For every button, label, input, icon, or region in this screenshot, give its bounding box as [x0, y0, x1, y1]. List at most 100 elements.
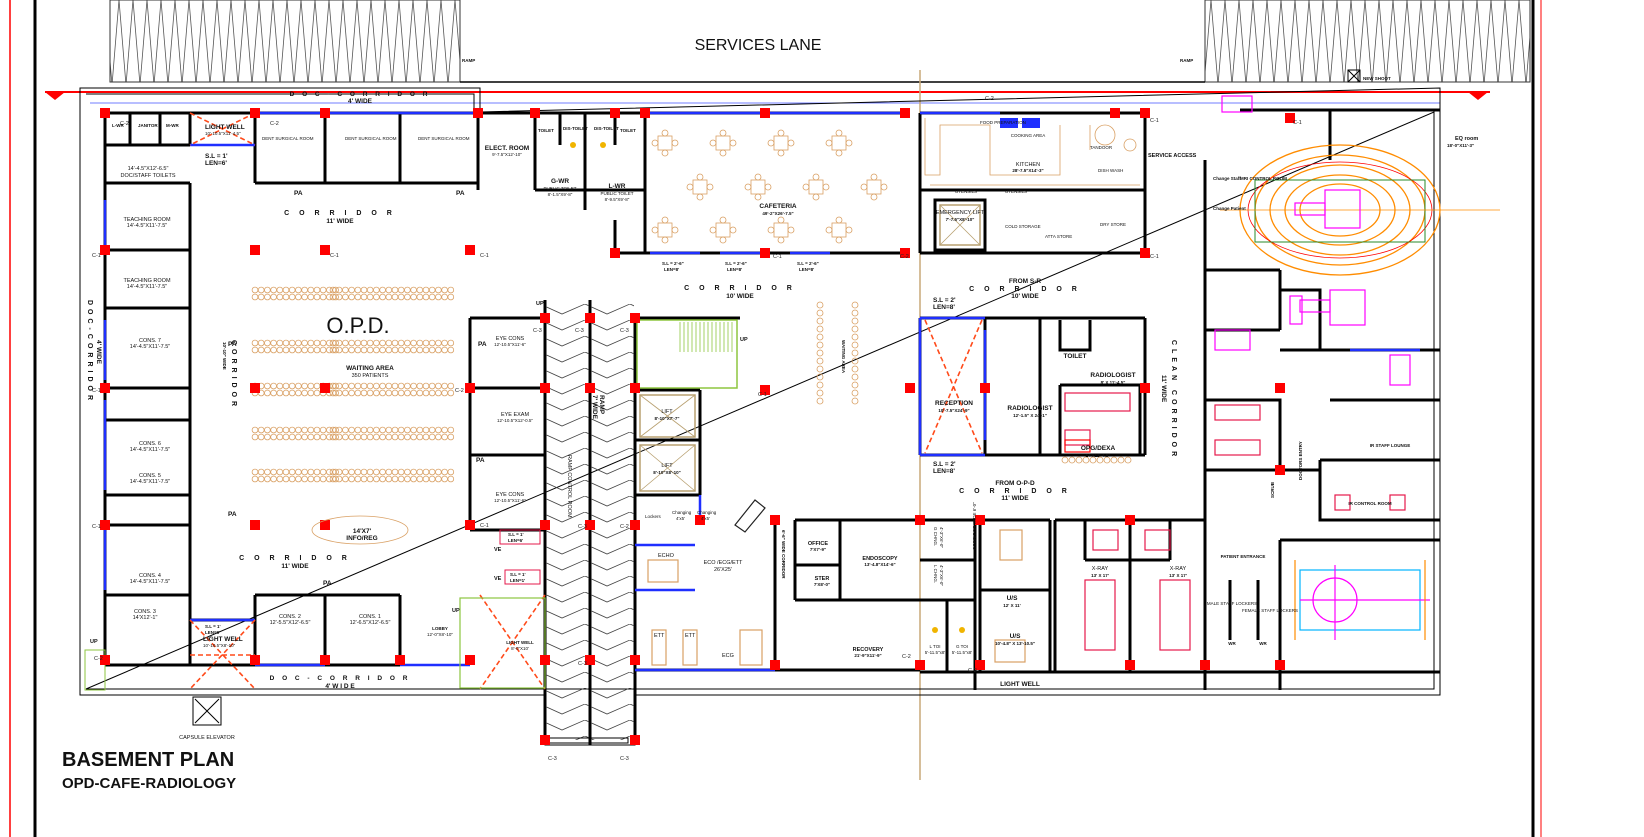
waiting-seat [1082, 456, 1090, 464]
waiting-seat [332, 293, 339, 301]
cafe-table [715, 222, 731, 238]
cafe-chair [777, 149, 785, 157]
structural-column [975, 660, 985, 670]
cafe-chair [802, 183, 810, 191]
cafe-chair [719, 149, 727, 157]
waiting-seat [397, 468, 405, 476]
pa-label: PA [456, 190, 465, 197]
waiting-seat [301, 468, 308, 476]
waiting-seat [360, 468, 368, 476]
cafe-chair [696, 193, 704, 201]
waiting-seat [326, 293, 333, 301]
waiting-seat [1110, 456, 1118, 464]
corridor-top-width: 11' WIDE [326, 218, 354, 225]
grid-tag: C-2 [902, 654, 911, 660]
cafe-table [773, 135, 789, 151]
waiting-seat [270, 382, 277, 390]
waiting-seat [851, 365, 859, 373]
waiting-seat [391, 475, 399, 483]
mri-field-contours [1220, 144, 1500, 276]
xray-room-size: 13' X 17' [1169, 573, 1187, 578]
waiting-seat [404, 468, 411, 476]
waiting-seat [816, 373, 824, 381]
waiting-seat [332, 475, 339, 483]
us-room-size: 12' X 11' [1003, 603, 1020, 608]
cafe-chair [767, 139, 775, 147]
eye-room-label: EYE CONS [496, 336, 525, 342]
ramp-right-label: RAMP [1180, 58, 1193, 63]
waiting-seat [295, 346, 302, 354]
teaching-room-size: 14'-4.5"X11'-7.5" [127, 284, 168, 290]
recovery-label: RECOVERY [853, 647, 884, 653]
stair-bottom [459, 597, 546, 689]
endoscopy-labels: OFFICE 7'X7'-9" STER 7'X8'-0" ENDOSCOPY … [808, 502, 977, 658]
staff-toilets-label: DOC/STAFF TOILETS [120, 173, 175, 179]
waiting-seat [301, 426, 308, 434]
up-arrow-label: UP [536, 301, 544, 307]
waiting-seat [366, 382, 374, 390]
utensils-label: UTENSILS [1005, 189, 1027, 194]
dry-store-label: DRY STORE [1100, 222, 1126, 227]
waiting-seat [288, 468, 296, 476]
waiting-seat [441, 426, 448, 434]
waiting-seat [313, 389, 321, 397]
waiting-seat [422, 433, 430, 441]
structural-column [695, 515, 705, 525]
waiting-seat [404, 293, 411, 301]
xray-room-size: 13' X 17' [1091, 573, 1109, 578]
waiting-seat [428, 346, 436, 354]
waiting-seat [319, 346, 327, 354]
pa-label: PA [476, 457, 485, 464]
plan-subtitle: OPD-CAFE-RADIOLOGY [62, 775, 236, 792]
sr-corridor-label: C O R R I D O R [969, 286, 1081, 293]
corridor-top-label: C O R R I D O R [284, 210, 396, 217]
waiting-seat [410, 433, 417, 441]
waiting-seat [373, 426, 380, 434]
cooking-area-label: COOKING AREA [1011, 133, 1046, 138]
waiting-seat [329, 382, 337, 390]
waiting-seat [428, 389, 436, 397]
waiting-seat [391, 426, 399, 434]
cardiac-labels: Lockers Changing 4'x5' Changing 4'x5' EC… [645, 510, 786, 659]
waiting-seat [313, 293, 321, 301]
opd-labels: D O C - C O R R I D O R 4' WIDE LIGHT WE… [86, 91, 748, 690]
cafeteria-size: 49'-2"X26'-7.5" [762, 211, 793, 216]
waiting-seat [329, 475, 337, 483]
structural-column [540, 655, 550, 665]
corridor-left-label: CORRIDOR [230, 340, 237, 410]
structural-column [100, 108, 110, 118]
waiting-seat [391, 286, 399, 294]
ecg-label: ECG [722, 653, 734, 659]
waiting-seat [332, 468, 339, 476]
l-chng-label: L CHNG. [933, 565, 938, 583]
waiting-seat [354, 293, 362, 301]
eco-ecg-ett-label: ECO /ECG/ETT [704, 560, 743, 566]
waiting-seat [264, 468, 271, 476]
waiting-seat [276, 426, 284, 434]
waiting-seat [307, 293, 315, 301]
waiting-seat [422, 382, 430, 390]
waiting-seat [360, 286, 368, 294]
dent-room-label: DENT SURGICAL ROOM [345, 136, 397, 141]
cafe-chair [709, 226, 717, 234]
waiting-seat [816, 333, 824, 341]
waiting-seat [348, 339, 355, 347]
waiting-seat [397, 426, 405, 434]
waiting-seat [816, 349, 824, 357]
cafe-table [831, 135, 847, 151]
waiting-seat [385, 346, 393, 354]
waiting-seat [332, 433, 339, 441]
sill-label: S.L = 2'-6" [725, 261, 747, 266]
structural-column [630, 383, 640, 393]
scrub-label: SCRUB [1270, 481, 1275, 498]
waiting-seat [1103, 456, 1111, 464]
waiting-seat [264, 346, 271, 354]
cafe-chair [777, 129, 785, 137]
structural-column [1275, 465, 1285, 475]
tandoor-icon [1123, 138, 1137, 152]
g-chng-label: G CHNG. [933, 527, 938, 546]
waiting-seat [335, 475, 343, 483]
waiting-seat [251, 426, 259, 434]
structural-column [100, 245, 110, 255]
grid-tag: C-1 [92, 388, 101, 394]
